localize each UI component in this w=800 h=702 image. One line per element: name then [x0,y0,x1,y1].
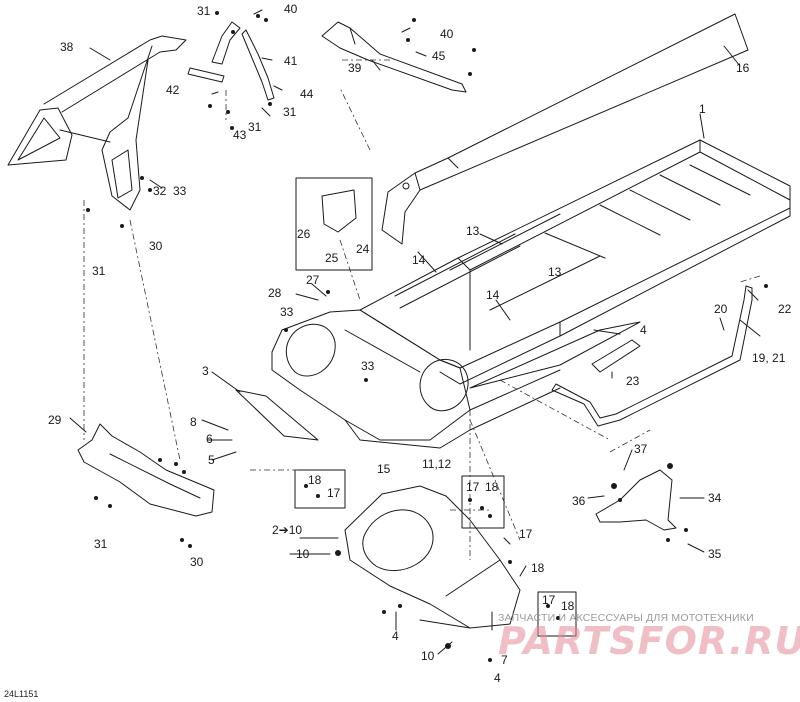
callout-1: 1 [699,102,706,116]
callout-43: 43 [233,128,247,142]
callout-28: 28 [268,286,282,300]
callout-16: 16 [736,61,750,75]
lower-plate-part [77,423,215,517]
callout-19-21: 19, 21 [752,351,786,365]
callout-34: 34 [708,491,722,505]
callout-4: 4 [640,323,647,337]
callout-17: 17 [466,480,480,494]
callout-14: 14 [486,288,500,302]
callout-8: 8 [190,415,197,429]
callout-23: 23 [626,374,640,388]
rail-part [551,285,753,427]
skid-plate-part [235,389,319,441]
callout-42: 42 [166,83,180,97]
bracket-41-part [187,21,275,101]
callout-40: 40 [440,27,454,41]
callout-25: 25 [325,251,339,265]
callout-10: 10 [421,649,435,663]
front-suspension-part [344,485,521,629]
watermark-subtitle: ЗАПЧАСТИ И АКСЕССУАРЫ ДЛЯ МОТОТЕХНИКИ [498,612,754,624]
callout-35: 35 [708,547,722,561]
callout-30: 30 [149,239,163,253]
callout-31: 31 [283,105,297,119]
callout-39: 39 [348,61,362,75]
running-board-part [469,321,641,389]
callout-38: 38 [60,40,74,54]
callout-31: 31 [248,120,262,134]
callout-3: 3 [202,364,209,378]
callout-45: 45 [432,49,446,63]
callout-4: 4 [392,629,399,643]
callout-5: 5 [208,453,215,467]
callout-22: 22 [778,302,792,316]
callout-24: 24 [356,242,370,256]
callout-15: 15 [377,462,391,476]
rear-bracket-part [595,469,677,531]
callout-31: 31 [197,4,211,18]
callout-41: 41 [284,54,298,68]
tunnel-cover-part [381,13,749,245]
callout-33: 33 [361,359,375,373]
detail-box-24 [295,177,373,271]
callout-6: 6 [206,432,213,446]
callout-20: 20 [714,302,728,316]
callout-17: 17 [542,593,556,607]
callout-31: 31 [92,264,106,278]
steering-support-part [7,35,187,211]
callout-17: 17 [519,527,533,541]
callout-32: 32 [153,184,167,198]
callout-44: 44 [300,87,314,101]
callout-4: 4 [494,671,501,685]
callout-13: 13 [548,265,562,279]
callout-36: 36 [572,494,586,508]
callout-7: 7 [501,653,508,667]
callout-11-12: 11,12 [422,457,452,471]
callout-31: 31 [94,537,108,551]
callout-10: 10 [296,547,310,561]
detail-box-17-18-c [537,591,577,637]
front-bulkhead-part [271,309,561,449]
upper-mount-part [321,21,467,93]
callout-13: 13 [466,224,480,238]
callout-26: 26 [297,227,311,241]
callout-18: 18 [531,561,545,575]
callout-29: 29 [48,413,62,427]
callout-18: 18 [561,599,575,613]
callout-30: 30 [190,555,204,569]
drawing-code: 24L1151 [4,689,39,699]
watermark-logo: PARTSFOR.RU [498,619,800,663]
callout-17: 17 [327,486,341,500]
footrest-part [591,339,641,373]
callout-18: 18 [485,480,499,494]
callout-18: 18 [308,473,322,487]
callout-2-arrow-10: 2➔10 [272,523,303,537]
callout-27: 27 [306,273,320,287]
callout-40: 40 [284,2,298,16]
callout-37: 37 [634,442,648,456]
callout-14: 14 [412,253,426,267]
callout-33: 33 [173,184,187,198]
callout-33: 33 [280,305,294,319]
detail-box-17-18 [294,469,346,509]
